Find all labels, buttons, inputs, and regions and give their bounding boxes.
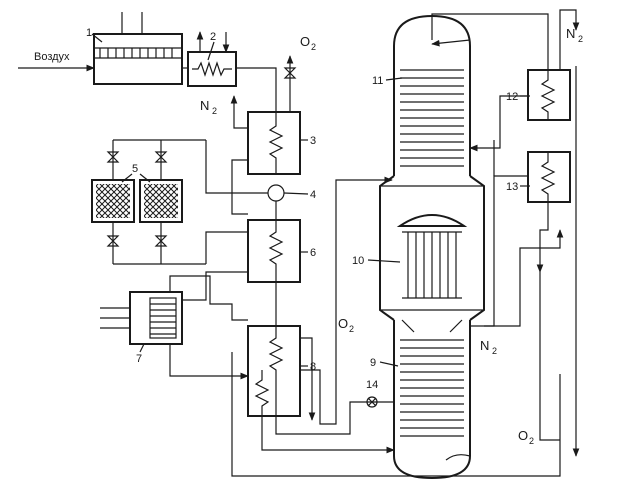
heat-exchanger-12 xyxy=(527,69,571,121)
heat-exchanger-3 xyxy=(247,111,301,175)
air-inlet: Воздух xyxy=(18,51,95,72)
separator-4 xyxy=(267,184,285,202)
label-1: 1 xyxy=(86,27,92,39)
bottom-piping xyxy=(231,176,561,477)
label-5: 5 xyxy=(132,163,138,175)
right-side-piping xyxy=(431,9,580,457)
adsorbers-5 xyxy=(91,139,206,265)
valve-14 xyxy=(366,396,378,408)
n2-label-top: N xyxy=(200,98,209,113)
o2-label-top: O xyxy=(300,34,310,49)
distillation-column xyxy=(379,14,485,480)
label-6: 6 xyxy=(310,247,316,259)
n2-label-right-mid: N xyxy=(480,338,489,353)
o2-sub-mid: 2 xyxy=(349,324,354,334)
upper-column-trays-11 xyxy=(400,69,464,167)
label-12: 12 xyxy=(506,91,518,103)
aftercooler-2 xyxy=(182,31,237,87)
oxygen-outlet-top xyxy=(283,55,297,112)
n2-label-right-top: N xyxy=(566,26,575,41)
o2-label-mid: O xyxy=(338,316,348,331)
label-4: 4 xyxy=(310,189,316,201)
o2-sub-top: 2 xyxy=(311,42,316,52)
label-9: 9 xyxy=(370,357,376,369)
air-inlet-label: Воздух xyxy=(34,51,70,63)
label-7: 7 xyxy=(136,353,142,365)
expander-7 xyxy=(100,291,183,345)
o2-sub-right-bottom: 2 xyxy=(529,436,534,446)
o2-label-right-bottom: O xyxy=(518,428,528,443)
label-11: 11 xyxy=(372,75,383,87)
n2-sub-right-top: 2 xyxy=(578,34,583,44)
label-14: 14 xyxy=(366,379,378,391)
label-10: 10 xyxy=(352,255,364,267)
label-13: 13 xyxy=(506,181,518,193)
n2-sub-right-mid: 2 xyxy=(492,346,497,356)
callout-labels: 1 2 3 4 5 6 7 8 9 10 11 12 13 14 xyxy=(86,27,530,391)
label-8: 8 xyxy=(310,361,316,373)
compressor-1 xyxy=(93,12,183,85)
heat-exchanger-13 xyxy=(527,151,571,203)
heat-exchanger-6 xyxy=(247,219,301,283)
adsorber-connections xyxy=(205,140,268,264)
label-3: 3 xyxy=(310,135,316,147)
lower-column-trays-9 xyxy=(400,339,464,437)
label-2: 2 xyxy=(210,31,216,43)
heat-exchanger-8 xyxy=(247,325,301,417)
n2-sub-top: 2 xyxy=(212,106,217,116)
condenser-10 xyxy=(396,214,468,299)
compressor-cylinder-lines xyxy=(94,47,182,59)
